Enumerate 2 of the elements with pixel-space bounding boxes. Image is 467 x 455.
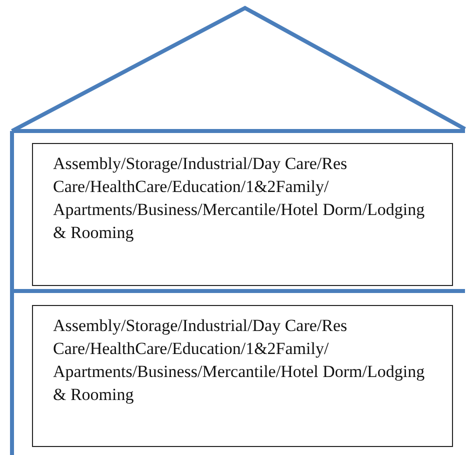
text-box: Assembly/Storage/Industrial/Day Care/Res Care/HealthCare/Education/1&2Family/ Apartments/Business/Mercantile/Hotel Dorm/Lodging & Rooming bbox=[32, 305, 453, 447]
text-box: Assembly/Storage/Industrial/Day Care/Res Care/HealthCare/Education/1&2Family/ Apartments/Business/Mercantile/Hotel Dorm/Lodging & Rooming bbox=[32, 143, 453, 286]
